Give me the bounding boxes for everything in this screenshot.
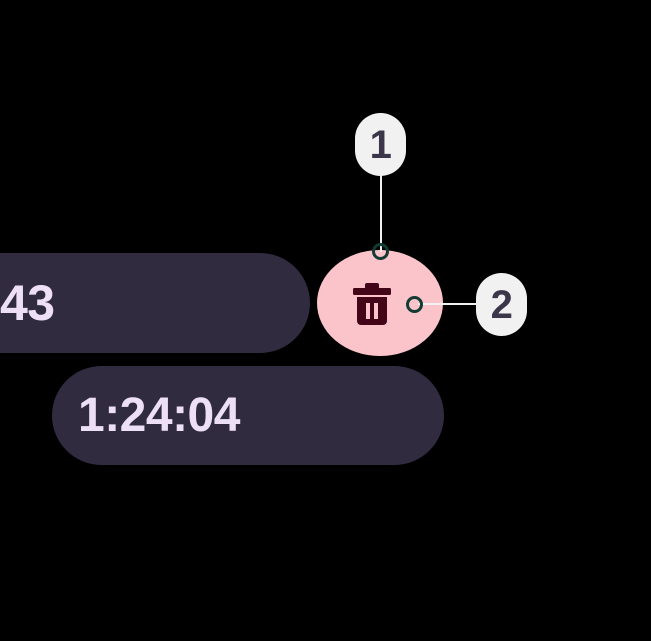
trash-icon (352, 282, 392, 326)
marker-1-anchor-dot (372, 243, 389, 260)
marker-badge-2-label: 2 (490, 282, 513, 327)
marker-2-connector-line (418, 303, 484, 305)
duration-chip-label: 1:24:04 (78, 389, 240, 442)
count-chip[interactable]: 43 (0, 253, 310, 353)
marker-badge-1-label: 1 (369, 122, 392, 167)
marker-1-connector-line (380, 160, 382, 252)
marker-2-anchor-dot (406, 296, 423, 313)
count-chip-label: 43 (0, 275, 55, 331)
marker-badge-2[interactable]: 2 (476, 273, 527, 336)
duration-chip[interactable]: 1:24:04 (52, 366, 444, 465)
marker-badge-1[interactable]: 1 (355, 113, 406, 176)
